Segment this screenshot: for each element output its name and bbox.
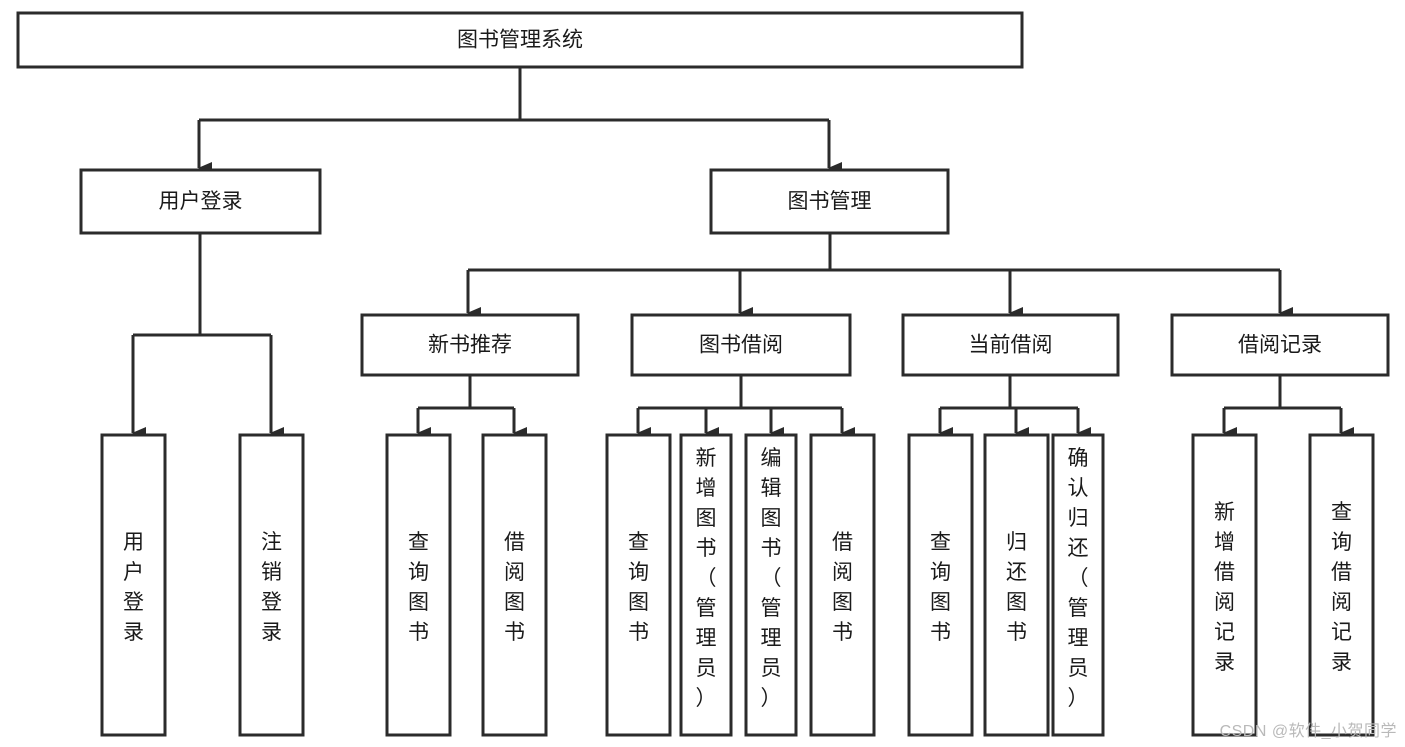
node-layer: 图书管理系统用户登录图书管理新书推荐图书借阅当前借阅借阅记录用户登录注销登录查询… [16, 11, 1390, 737]
node-box-leaf-query-book-3[interactable] [907, 433, 974, 737]
node-leaf-query-book-1[interactable]: 查询图书 [385, 433, 452, 737]
connector-layer [131, 67, 1354, 439]
node-box-leaf-user-login[interactable] [100, 433, 167, 737]
node-leaf-add-record[interactable]: 新增借阅记录 [1191, 433, 1258, 737]
node-label-leaf-borrow-book-2: 借阅图书 [832, 531, 853, 644]
node-box-leaf-query-record[interactable] [1308, 433, 1375, 737]
node-box-leaf-confirm-return[interactable] [1051, 433, 1105, 737]
node-label-leaf-confirm-return: 确认归还（管理员） [1068, 447, 1089, 710]
node-box-book-borrow[interactable] [630, 313, 852, 377]
node-box-leaf-add-book[interactable] [679, 433, 733, 737]
node-box-leaf-query-book-2[interactable] [605, 433, 672, 737]
node-leaf-query-book-2[interactable]: 查询图书 [605, 433, 672, 737]
node-leaf-logout[interactable]: 注销登录 [238, 433, 305, 737]
node-label-leaf-query-book-1: 查询图书 [408, 531, 429, 644]
node-label-leaf-user-login: 用户登录 [123, 531, 144, 644]
node-box-borrow-record[interactable] [1170, 313, 1390, 377]
node-label-leaf-edit-book: 编辑图书（管理员） [761, 447, 782, 710]
csdn-watermark: CSDN @软件_小贺同学 [1219, 723, 1397, 740]
node-label-leaf-add-book: 新增图书（管理员） [696, 447, 717, 710]
node-borrow-record[interactable]: 借阅记录 [1170, 313, 1390, 377]
node-leaf-confirm-return[interactable]: 确认归还（管理员） [1051, 433, 1105, 737]
node-label-leaf-return-book: 归还图书 [1006, 531, 1027, 644]
node-box-leaf-borrow-book-1[interactable] [481, 433, 548, 737]
node-leaf-return-book[interactable]: 归还图书 [983, 433, 1050, 737]
node-label-leaf-add-record: 新增借阅记录 [1214, 501, 1235, 674]
node-label-leaf-query-record: 查询借阅记录 [1331, 501, 1352, 674]
node-root[interactable]: 图书管理系统 [16, 11, 1024, 69]
node-leaf-user-login[interactable]: 用户登录 [100, 433, 167, 737]
node-box-root[interactable] [16, 11, 1024, 69]
node-label-leaf-logout: 注销登录 [261, 531, 282, 644]
node-box-current-borrow[interactable] [901, 313, 1120, 377]
node-box-leaf-logout[interactable] [238, 433, 305, 737]
node-box-leaf-return-book[interactable] [983, 433, 1050, 737]
node-label-user-login: 用户登录 [159, 190, 243, 213]
node-box-user-login[interactable] [79, 168, 322, 235]
node-label-book-borrow: 图书借阅 [699, 334, 783, 357]
node-box-leaf-edit-book[interactable] [744, 433, 798, 737]
node-label-leaf-query-book-3: 查询图书 [930, 531, 951, 644]
node-label-borrow-record: 借阅记录 [1238, 334, 1322, 357]
node-label-new-book-recommend: 新书推荐 [428, 334, 512, 357]
node-book-borrow[interactable]: 图书借阅 [630, 313, 852, 377]
node-book-manage[interactable]: 图书管理 [709, 168, 950, 235]
node-leaf-add-book[interactable]: 新增图书（管理员） [679, 433, 733, 737]
node-box-leaf-borrow-book-2[interactable] [809, 433, 876, 737]
node-new-book-recommend[interactable]: 新书推荐 [360, 313, 580, 377]
node-label-leaf-query-book-2: 查询图书 [628, 531, 649, 644]
node-current-borrow[interactable]: 当前借阅 [901, 313, 1120, 377]
node-leaf-edit-book[interactable]: 编辑图书（管理员） [744, 433, 798, 737]
node-label-current-borrow: 当前借阅 [969, 334, 1053, 357]
node-box-book-manage[interactable] [709, 168, 950, 235]
node-leaf-borrow-book-1[interactable]: 借阅图书 [481, 433, 548, 737]
node-leaf-query-record[interactable]: 查询借阅记录 [1308, 433, 1375, 737]
node-leaf-query-book-3[interactable]: 查询图书 [907, 433, 974, 737]
node-label-book-manage: 图书管理 [788, 190, 872, 213]
node-label-leaf-borrow-book-1: 借阅图书 [504, 531, 525, 644]
node-leaf-borrow-book-2[interactable]: 借阅图书 [809, 433, 876, 737]
node-box-new-book-recommend[interactable] [360, 313, 580, 377]
node-label-root: 图书管理系统 [457, 29, 583, 52]
node-box-leaf-query-book-1[interactable] [385, 433, 452, 737]
node-user-login[interactable]: 用户登录 [79, 168, 322, 235]
node-box-leaf-add-record[interactable] [1191, 433, 1258, 737]
